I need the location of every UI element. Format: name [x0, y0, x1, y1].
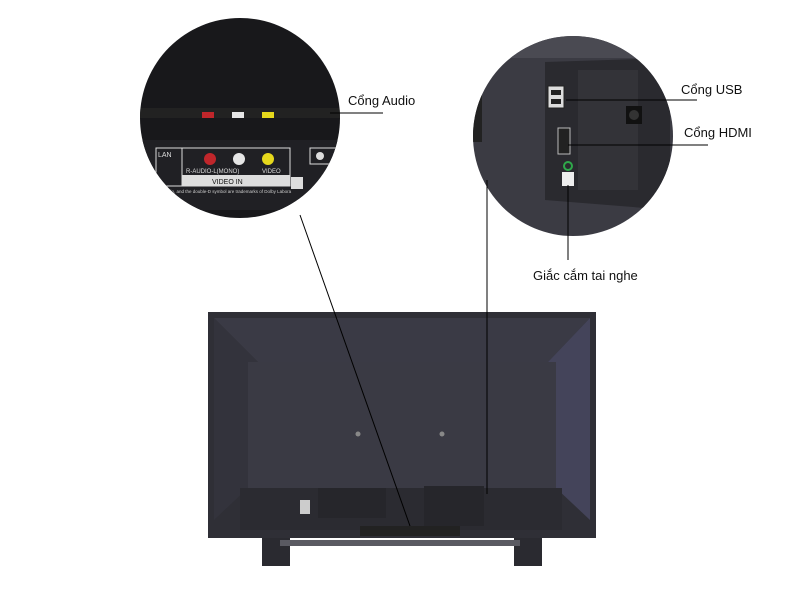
jack-yellow: [262, 112, 274, 118]
callout-hdmi: Cổng HDMI: [684, 125, 752, 140]
lan-label: LAN: [158, 152, 172, 159]
video-in-label: VIDEO IN: [212, 179, 243, 186]
leader-lines: [299, 99, 708, 527]
tv-rear-view: [208, 312, 596, 566]
video-label: VIDEO: [262, 169, 281, 175]
zoom-audio-panel: LAN R-AUDIO-L(MONO) VIDEO VIDEO IN Dolby…: [140, 18, 340, 218]
callout-usb: Cổng USB: [681, 82, 743, 97]
dolby-notice: Dolby Audio, and the double-D symbol are…: [150, 189, 292, 194]
audio-jack-label: R-AUDIO-L(MONO): [186, 169, 239, 175]
jack-red: [202, 112, 214, 118]
headphone-jack: [563, 161, 573, 171]
jack-white: [232, 112, 244, 118]
tv-back-panel: [248, 362, 556, 488]
callout-headphone: Giắc cắm tai nghe: [533, 268, 638, 283]
zoom-side-panel: [473, 36, 673, 236]
usb-port: [547, 85, 565, 109]
hdmi-port: [557, 127, 571, 155]
callout-audio: Cổng Audio: [348, 93, 416, 108]
